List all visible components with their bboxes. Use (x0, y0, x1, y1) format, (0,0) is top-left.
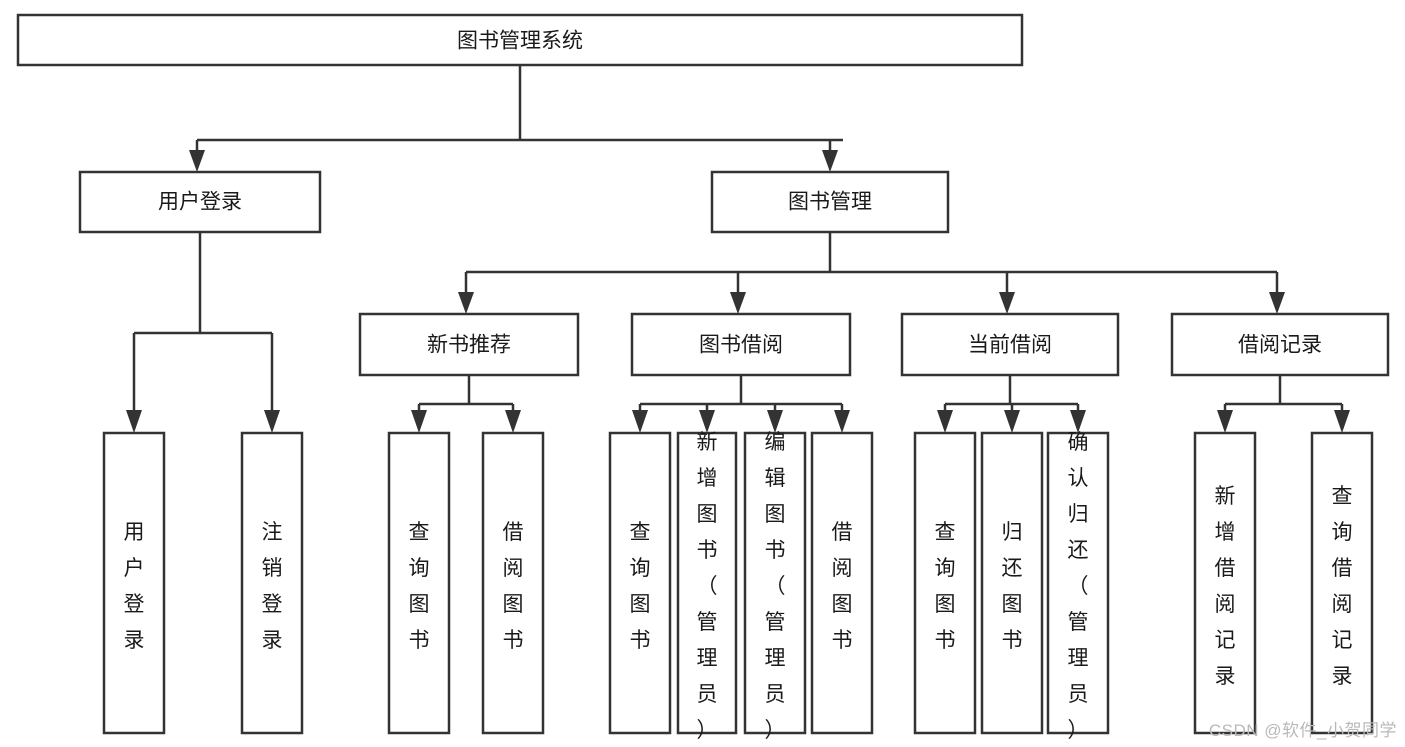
arrow-head-leaf-logout (264, 410, 280, 433)
node-leaf-query-book-3[interactable]: 查询图书 (913, 431, 977, 735)
node-book-manage[interactable]: 图书管理 (710, 170, 950, 234)
node-root-label: 图书管理系统 (457, 30, 583, 53)
node-leaf-add-book-rect[interactable] (676, 431, 738, 735)
node-leaf-confirm-return-label: 确认归还（管理员） (1068, 431, 1089, 742)
arrow-head-leaf-add-record (1217, 410, 1233, 433)
arrow-head-current-borrow (999, 292, 1015, 314)
connector-group (126, 65, 1350, 433)
node-leaf-borrow-book-1-label: 借阅图书 (503, 521, 524, 652)
arrow-head-book-manage (822, 150, 838, 172)
node-leaf-query-book-2[interactable]: 查询图书 (608, 431, 672, 735)
node-leaf-logout-label: 注销登录 (262, 521, 283, 652)
node-root-rect[interactable] (16, 13, 1024, 67)
arrow-head-leaf-edit-book (767, 410, 783, 433)
arrow-head-book-borrow (730, 292, 746, 314)
node-leaf-add-record-label: 新增借阅记录 (1215, 485, 1236, 688)
arrow-head-leaf-query-record (1334, 410, 1350, 433)
node-leaf-return-book[interactable]: 归还图书 (980, 431, 1044, 735)
node-leaf-query-record-rect[interactable] (1310, 431, 1374, 735)
node-user-login-rect[interactable] (78, 170, 322, 234)
arrow-head-leaf-query-book-1 (411, 410, 427, 433)
node-book-borrow-label: 图书借阅 (699, 334, 783, 357)
node-leaf-query-book-1-rect[interactable] (387, 431, 451, 735)
node-leaf-add-book[interactable]: 新增图书（管理员） (676, 431, 738, 742)
arrow-head-leaf-query-book-2 (632, 410, 648, 433)
node-leaf-query-record[interactable]: 查询借阅记录 (1310, 431, 1374, 735)
arrow-head-leaf-add-book (699, 410, 715, 433)
arrow-head-borrow-record (1269, 292, 1285, 314)
leaf-node-group: 用户登录 注销登录 查询图书 借阅图书 查询图书 新增图书（管理员） (102, 431, 1374, 742)
node-user-login[interactable]: 用户登录 (78, 170, 322, 234)
node-new-book-rec-label: 新书推荐 (427, 334, 511, 357)
node-leaf-return-book-rect[interactable] (980, 431, 1044, 735)
node-leaf-user-login-rect[interactable] (102, 431, 166, 735)
node-book-borrow-rect[interactable] (630, 312, 852, 377)
node-leaf-confirm-return[interactable]: 确认归还（管理员） (1046, 431, 1110, 742)
node-new-book-rec-rect[interactable] (358, 312, 580, 377)
arrow-head-new-book-rec (458, 292, 474, 314)
node-leaf-borrow-book-2[interactable]: 借阅图书 (810, 431, 874, 735)
node-leaf-borrow-book-1[interactable]: 借阅图书 (481, 431, 545, 735)
node-borrow-record-label: 借阅记录 (1238, 334, 1322, 357)
node-leaf-add-record[interactable]: 新增借阅记录 (1193, 431, 1257, 735)
node-root[interactable]: 图书管理系统 (16, 13, 1024, 67)
node-leaf-add-book-label: 新增图书（管理员） (697, 431, 718, 742)
node-leaf-logout[interactable]: 注销登录 (240, 431, 304, 735)
node-leaf-user-login-label: 用户登录 (124, 521, 145, 652)
node-leaf-query-book-1[interactable]: 查询图书 (387, 431, 451, 735)
arrow-head-leaf-query-book-3 (937, 410, 953, 433)
node-leaf-query-book-3-rect[interactable] (913, 431, 977, 735)
node-borrow-record-rect[interactable] (1170, 312, 1390, 377)
node-new-book-rec[interactable]: 新书推荐 (358, 312, 580, 377)
arrow-head-leaf-confirm-return (1070, 410, 1086, 433)
arrow-head-leaf-borrow-book-2 (834, 410, 850, 433)
node-book-borrow[interactable]: 图书借阅 (630, 312, 852, 377)
node-leaf-add-record-rect[interactable] (1193, 431, 1257, 735)
node-leaf-query-record-label: 查询借阅记录 (1332, 485, 1353, 688)
node-leaf-edit-book-rect[interactable] (743, 431, 807, 735)
node-leaf-confirm-return-rect[interactable] (1046, 431, 1110, 735)
node-leaf-query-book-3-label: 查询图书 (935, 521, 956, 652)
node-current-borrow-rect[interactable] (900, 312, 1120, 377)
node-leaf-query-book-1-label: 查询图书 (409, 521, 430, 652)
node-leaf-user-login[interactable]: 用户登录 (102, 431, 166, 735)
node-leaf-edit-book[interactable]: 编辑图书（管理员） (743, 431, 807, 742)
arrow-head-leaf-borrow-book-1 (505, 410, 521, 433)
csdn-watermark: CSDN @软件_小贺同学 (1208, 721, 1397, 740)
node-leaf-query-book-2-label: 查询图书 (630, 521, 651, 652)
node-leaf-borrow-book-2-label: 借阅图书 (832, 521, 853, 652)
node-user-login-label: 用户登录 (158, 191, 242, 214)
node-book-manage-label: 图书管理 (788, 191, 872, 214)
node-book-manage-rect[interactable] (710, 170, 950, 234)
arrow-head-leaf-return-book (1004, 410, 1020, 433)
node-leaf-edit-book-label: 编辑图书（管理员） (765, 431, 786, 742)
arrow-head-user-login (189, 150, 205, 172)
node-leaf-return-book-label: 归还图书 (1002, 521, 1023, 652)
node-leaf-logout-rect[interactable] (240, 431, 304, 735)
arrow-head-leaf-user-login (126, 410, 142, 433)
node-current-borrow[interactable]: 当前借阅 (900, 312, 1120, 377)
node-leaf-query-book-2-rect[interactable] (608, 431, 672, 735)
node-borrow-record[interactable]: 借阅记录 (1170, 312, 1390, 377)
node-current-borrow-label: 当前借阅 (968, 334, 1052, 357)
node-leaf-borrow-book-1-rect[interactable] (481, 431, 545, 735)
node-leaf-borrow-book-2-rect[interactable] (810, 431, 874, 735)
